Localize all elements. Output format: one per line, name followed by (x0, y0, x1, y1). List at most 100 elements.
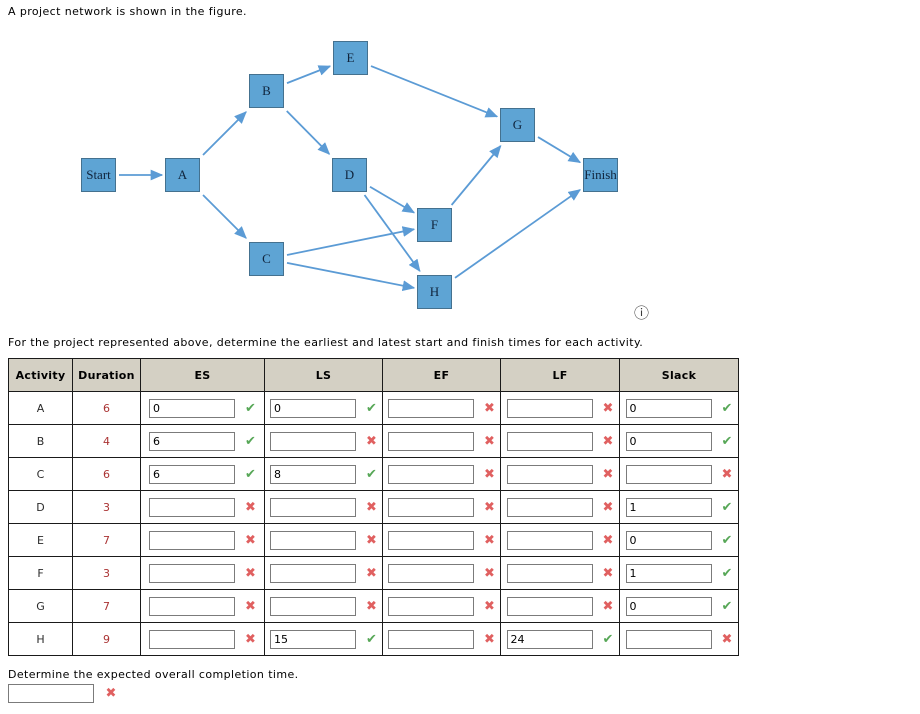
correct-icon: ✔ (721, 400, 733, 416)
slack-input-g[interactable] (625, 596, 712, 616)
activity-label: F (8, 556, 73, 590)
network-node-finish: Finish (583, 158, 618, 192)
activity-label: H (8, 622, 73, 656)
wrong-icon: ✖ (105, 686, 117, 701)
wrong-icon: ✖ (484, 532, 495, 548)
table-row-a: A6✔✔✖✖✔ (8, 391, 739, 425)
column-header-slack: Slack (619, 358, 739, 392)
info-icon[interactable]: ⓘ (634, 304, 650, 322)
wrong-icon: ✖ (602, 466, 614, 482)
wrong-icon: ✖ (366, 565, 377, 581)
wrong-icon: ✖ (602, 499, 614, 515)
column-header-lf: LF (500, 358, 620, 392)
duration-value: 7 (72, 589, 141, 623)
ef-input-h[interactable] (388, 629, 475, 649)
ls-input-d[interactable] (270, 497, 357, 517)
wrong-icon: ✖ (366, 499, 377, 515)
column-header-ls: LS (264, 358, 383, 392)
ef-input-a[interactable] (388, 398, 475, 418)
wrong-icon: ✖ (245, 598, 256, 614)
network-node-h: H (417, 275, 452, 309)
ef-input-d[interactable] (388, 497, 475, 517)
slack-input-b[interactable] (625, 431, 712, 451)
column-header-es: ES (140, 358, 265, 392)
slack-input-e[interactable] (625, 530, 712, 550)
ls-input-a[interactable] (270, 398, 357, 418)
es-input-a[interactable] (149, 398, 236, 418)
activity-label: D (8, 490, 73, 524)
correct-icon: ✔ (721, 532, 733, 548)
ef-input-b[interactable] (388, 431, 475, 451)
correct-icon: ✔ (366, 400, 377, 416)
network-node-c: C (249, 242, 284, 276)
slack-input-h[interactable] (625, 629, 712, 649)
duration-value: 6 (72, 391, 141, 425)
slack-input-a[interactable] (625, 398, 712, 418)
activity-label: B (8, 424, 73, 458)
duration-value: 6 (72, 457, 141, 491)
edge-a-c (202, 194, 247, 239)
lf-input-a[interactable] (506, 398, 593, 418)
wrong-icon: ✖ (721, 631, 733, 647)
correct-icon: ✔ (245, 400, 256, 416)
project-network-diagram: Start A B C D E F G H Finish ⓘ (0, 0, 920, 330)
wrong-icon: ✖ (602, 598, 614, 614)
ls-input-c[interactable] (270, 464, 357, 484)
ef-input-g[interactable] (388, 596, 475, 616)
es-input-e[interactable] (149, 530, 236, 550)
network-node-d: D (332, 158, 367, 192)
table-row-e: E7✖✖✖✖✔ (8, 523, 739, 557)
slack-input-f[interactable] (625, 563, 712, 583)
wrong-icon: ✖ (721, 466, 733, 482)
network-node-start: Start (81, 158, 116, 192)
duration-value: 3 (72, 556, 141, 590)
correct-icon: ✔ (721, 598, 733, 614)
ls-input-h[interactable] (270, 629, 357, 649)
activity-label: C (8, 457, 73, 491)
ls-input-f[interactable] (270, 563, 357, 583)
completion-time-input[interactable] (8, 684, 94, 703)
edge-g-finish (537, 136, 582, 164)
wrong-icon: ✖ (245, 565, 256, 581)
activity-label: A (8, 391, 73, 425)
wrong-icon: ✖ (245, 631, 256, 647)
wrong-icon: ✖ (602, 400, 614, 416)
ef-input-e[interactable] (388, 530, 475, 550)
es-input-g[interactable] (149, 596, 236, 616)
lf-input-f[interactable] (506, 563, 593, 583)
edge-c-f (286, 226, 416, 256)
ls-input-e[interactable] (270, 530, 357, 550)
activity-label: G (8, 589, 73, 623)
edge-h-finish (454, 189, 582, 279)
network-node-g: G (500, 108, 535, 142)
lf-input-g[interactable] (506, 596, 593, 616)
edge-c-h (286, 262, 416, 291)
lf-input-b[interactable] (506, 431, 593, 451)
lf-input-d[interactable] (506, 497, 593, 517)
lf-input-c[interactable] (506, 464, 593, 484)
es-input-c[interactable] (149, 464, 236, 484)
wrong-icon: ✖ (602, 532, 614, 548)
ls-input-b[interactable] (270, 431, 357, 451)
es-input-b[interactable] (149, 431, 236, 451)
column-header-activity: Activity (8, 358, 73, 392)
network-node-b: B (249, 74, 284, 108)
slack-input-d[interactable] (625, 497, 712, 517)
lf-input-h[interactable] (506, 629, 593, 649)
ls-input-g[interactable] (270, 596, 357, 616)
es-input-h[interactable] (149, 629, 236, 649)
wrong-icon: ✖ (484, 499, 495, 515)
wrong-icon: ✖ (602, 565, 614, 581)
lf-input-e[interactable] (506, 530, 593, 550)
ef-input-f[interactable] (388, 563, 475, 583)
es-input-d[interactable] (149, 497, 236, 517)
es-input-f[interactable] (149, 563, 236, 583)
correct-icon: ✔ (245, 433, 256, 449)
slack-input-c[interactable] (625, 464, 712, 484)
network-node-f: F (417, 208, 452, 242)
network-node-e: E (333, 41, 368, 75)
ef-input-c[interactable] (388, 464, 475, 484)
network-node-a: A (165, 158, 200, 192)
